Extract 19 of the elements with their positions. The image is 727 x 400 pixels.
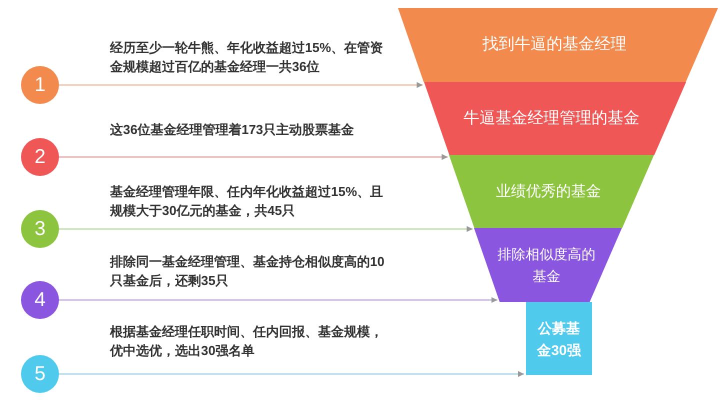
step-description: 根据基金经理任职时间、任内回报、基金规模，优中选优，选出30强名单	[110, 323, 384, 360]
arrow	[59, 297, 498, 303]
funnel-segment: 业绩优秀的基金	[449, 155, 654, 228]
step-number-circle: 4	[21, 281, 59, 319]
arrow	[59, 82, 423, 88]
funnel-segment: 排除相似度高的基金	[474, 228, 622, 302]
funnel-segment: 找到牛逼的基金经理	[398, 8, 718, 82]
step-description: 这36位基金经理管理着173只主动股票基金	[110, 121, 356, 139]
step-description: 经历至少一轮牛熊、年化收益超过15%、在管资金规模超过百亿的基金经理一共36位	[110, 39, 384, 76]
arrow	[59, 154, 448, 160]
funnel-segment: 牛逼基金经理管理的基金	[424, 82, 686, 155]
result-box: 公募基金30强	[526, 302, 592, 375]
step-number-circle: 2	[21, 138, 59, 176]
step-description: 基金经理管理年限、任内年化收益超过15%、且规模大于30亿元的基金，共45只	[110, 183, 384, 220]
step-number-circle: 3	[21, 210, 59, 248]
arrow	[59, 226, 473, 232]
step-number-circle: 1	[21, 66, 59, 104]
step-description: 排除同一基金经理管理、基金持仓相似度高的10只基金后，还剩35只	[110, 253, 386, 290]
step-number-circle: 5	[21, 355, 59, 393]
